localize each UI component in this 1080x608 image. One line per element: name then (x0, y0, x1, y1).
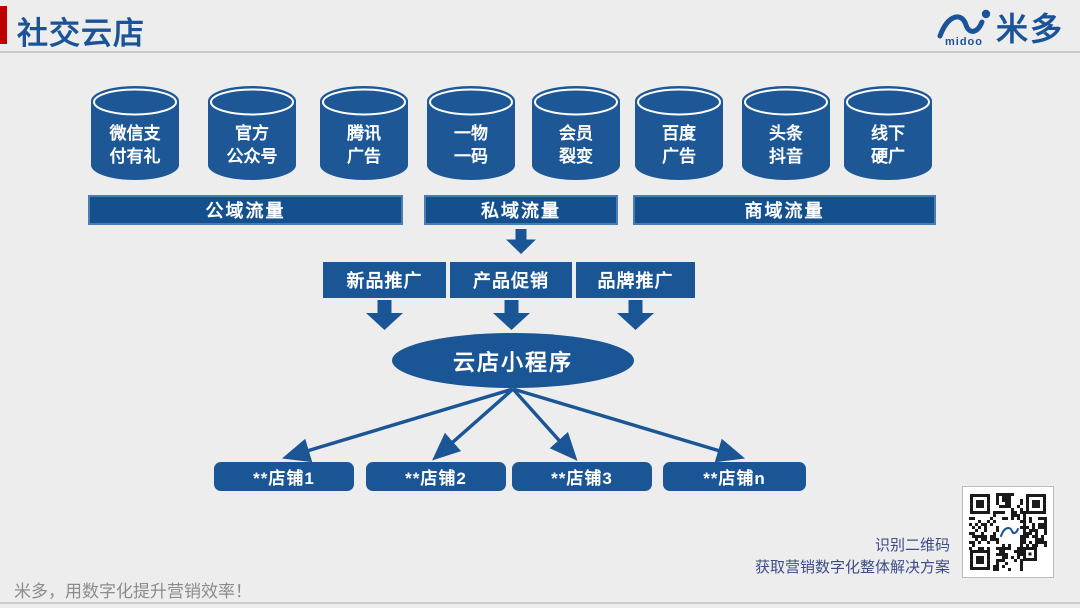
source-cylinder-offline-ads: 线下硬广 (843, 84, 933, 182)
hub-ellipse-mini-program: 云店小程序 (392, 333, 634, 388)
down-arrow-icon (617, 300, 654, 330)
qr-code (962, 486, 1054, 578)
page-title: 社交云店 (17, 16, 145, 51)
cylinder-icon (91, 86, 179, 180)
logo-brand-en: midoo (944, 36, 983, 48)
store-box-2: **店铺2 (366, 462, 506, 491)
logo-mark: midoo (936, 6, 992, 48)
cylinder-icon (844, 86, 932, 180)
qr-caption-line2: 获取营销数字化整体解决方案 (754, 559, 950, 576)
qr-caption: 识别二维码 获取营销数字化整体解决方案 (550, 535, 950, 579)
brand-logo: midoo 米多 (936, 4, 1064, 50)
source-label: 会员 (559, 124, 593, 144)
source-label: 线下 (871, 124, 905, 144)
logo-brand-cn: 米多 (995, 11, 1064, 47)
source-cylinder-member-fission: 会员裂变 (531, 84, 621, 182)
cylinder-icon (208, 86, 296, 180)
store-box-1: **店铺1 (214, 462, 354, 491)
source-cylinder-official-account: 官方公众号 (207, 84, 297, 182)
source-cylinder-wechat-pay: 微信支付有礼 (90, 84, 180, 182)
source-cylinder-one-item-one-code: 一物一码 (426, 84, 516, 182)
campaign-box-promotion: 产品促销 (450, 262, 572, 298)
down-arrow-icon (493, 300, 530, 330)
bottom-divider (0, 602, 1080, 604)
campaign-box-new-product: 新品推广 (323, 262, 446, 298)
fan-arrows (281, 387, 746, 463)
down-arrow-icon (366, 300, 403, 330)
qr-code-icon (969, 493, 1047, 571)
source-label: 一物 (454, 124, 488, 144)
qr-caption-line1: 识别二维码 (874, 537, 950, 554)
source-label: 头条 (769, 124, 803, 144)
cylinder-icon (532, 86, 620, 180)
traffic-bar-public: 公域流量 (88, 195, 403, 225)
source-cylinder-tencent-ads: 腾讯广告 (319, 84, 409, 182)
source-label: 官方 (235, 124, 269, 144)
source-cylinder-baidu-ads: 百度广告 (634, 84, 724, 182)
source-cylinder-toutiao-douyin: 头条抖音 (741, 84, 831, 182)
store-box-n: **店铺n (663, 462, 806, 491)
title-accent-bar (0, 6, 7, 44)
cylinder-icon (635, 86, 723, 180)
cylinder-icon (742, 86, 830, 180)
header-divider (0, 51, 1080, 53)
source-label: 百度 (662, 124, 696, 144)
source-label: 腾讯 (347, 124, 381, 144)
down-arrow-icon (506, 229, 536, 254)
traffic-bar-private: 私域流量 (424, 195, 618, 225)
source-label: 微信支 (109, 124, 161, 144)
footer-tagline: 米多，用数字化提升营销效率！ (14, 582, 252, 601)
store-box-3: **店铺3 (512, 462, 652, 491)
campaign-box-brand: 品牌推广 (576, 262, 695, 298)
traffic-bar-commercial: 商域流量 (633, 195, 936, 225)
midoo-logo-icon (937, 9, 991, 39)
cylinder-icon (320, 86, 408, 180)
cylinder-icon (427, 86, 515, 180)
